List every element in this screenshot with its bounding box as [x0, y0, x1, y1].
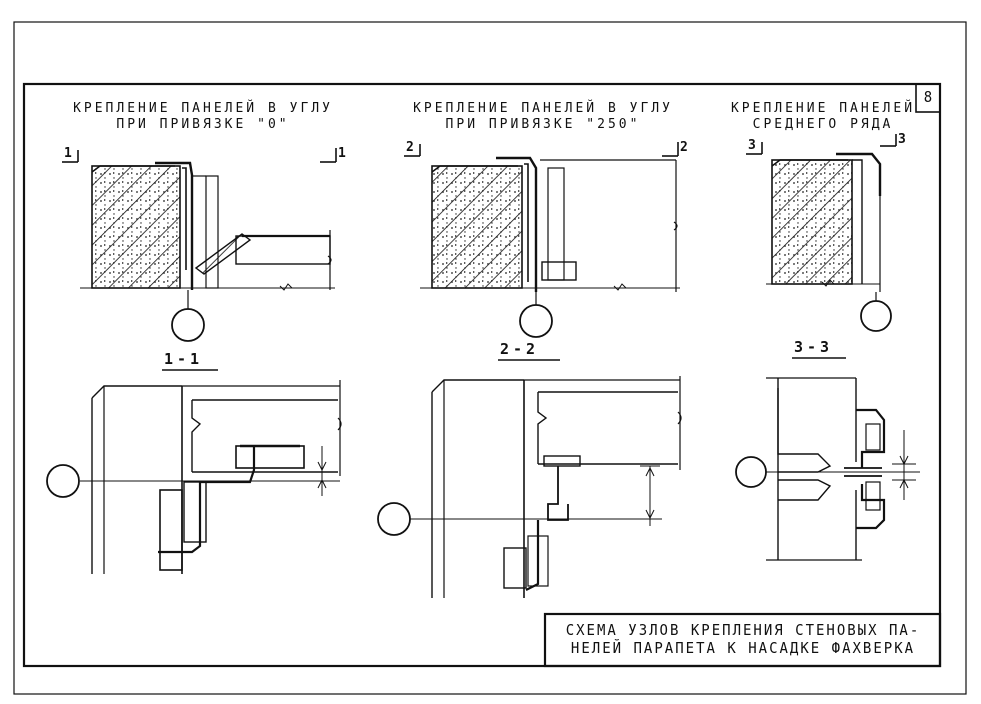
cut-mark-2-left: 2: [406, 140, 414, 155]
title-2-line2: ПРИ ПРИВЯЗКЕ "250": [445, 116, 641, 133]
section-2-2: [377, 376, 682, 598]
title-block-line2: НЕЛЕЙ ПАРАПЕТА К НАСАДКЕ ФАХВЕРКА: [570, 640, 916, 658]
section-title-3-3: 3-3: [794, 338, 834, 356]
cut-mark-1-right: 1: [338, 146, 346, 161]
cut-mark-3-left: 3: [748, 138, 756, 153]
outer-frame: [13, 21, 967, 695]
title-block-line1: СХЕМА УЗЛОВ КРЕПЛЕНИЯ СТЕНОВЫХ ПА-: [565, 622, 921, 640]
cut-mark-3-right: 3: [898, 132, 906, 147]
section-title-2-2: 2-2: [500, 340, 540, 358]
title-2-line1: КРЕПЛЕНИЕ ПАНЕЛЕЙ В УГЛУ: [413, 100, 673, 117]
title-1-line1: КРЕПЛЕНИЕ ПАНЕЛЕЙ В УГЛУ: [73, 100, 333, 117]
sheet-number: 8: [923, 89, 933, 107]
title-3-line1: КРЕПЛЕНИЕ ПАНЕЛЕЙ: [730, 100, 916, 117]
section-1-1: [46, 380, 342, 574]
cut-mark-2-right: 2: [680, 140, 688, 155]
detail-3-plan: [746, 134, 897, 332]
cut-mark-1-left: 1: [64, 146, 72, 161]
section-3-3: [735, 377, 920, 561]
section-title-1-1: 1-1: [164, 350, 204, 368]
sheet-number-box: [915, 83, 941, 113]
title-1-line2: ПРИ ПРИВЯЗКЕ "0": [116, 116, 290, 133]
detail-1-plan: [62, 148, 337, 342]
inner-frame: [22, 82, 942, 668]
title-3-line2: СРЕДНЕГО РЯДА: [752, 116, 894, 133]
detail-2-plan: [404, 142, 680, 338]
